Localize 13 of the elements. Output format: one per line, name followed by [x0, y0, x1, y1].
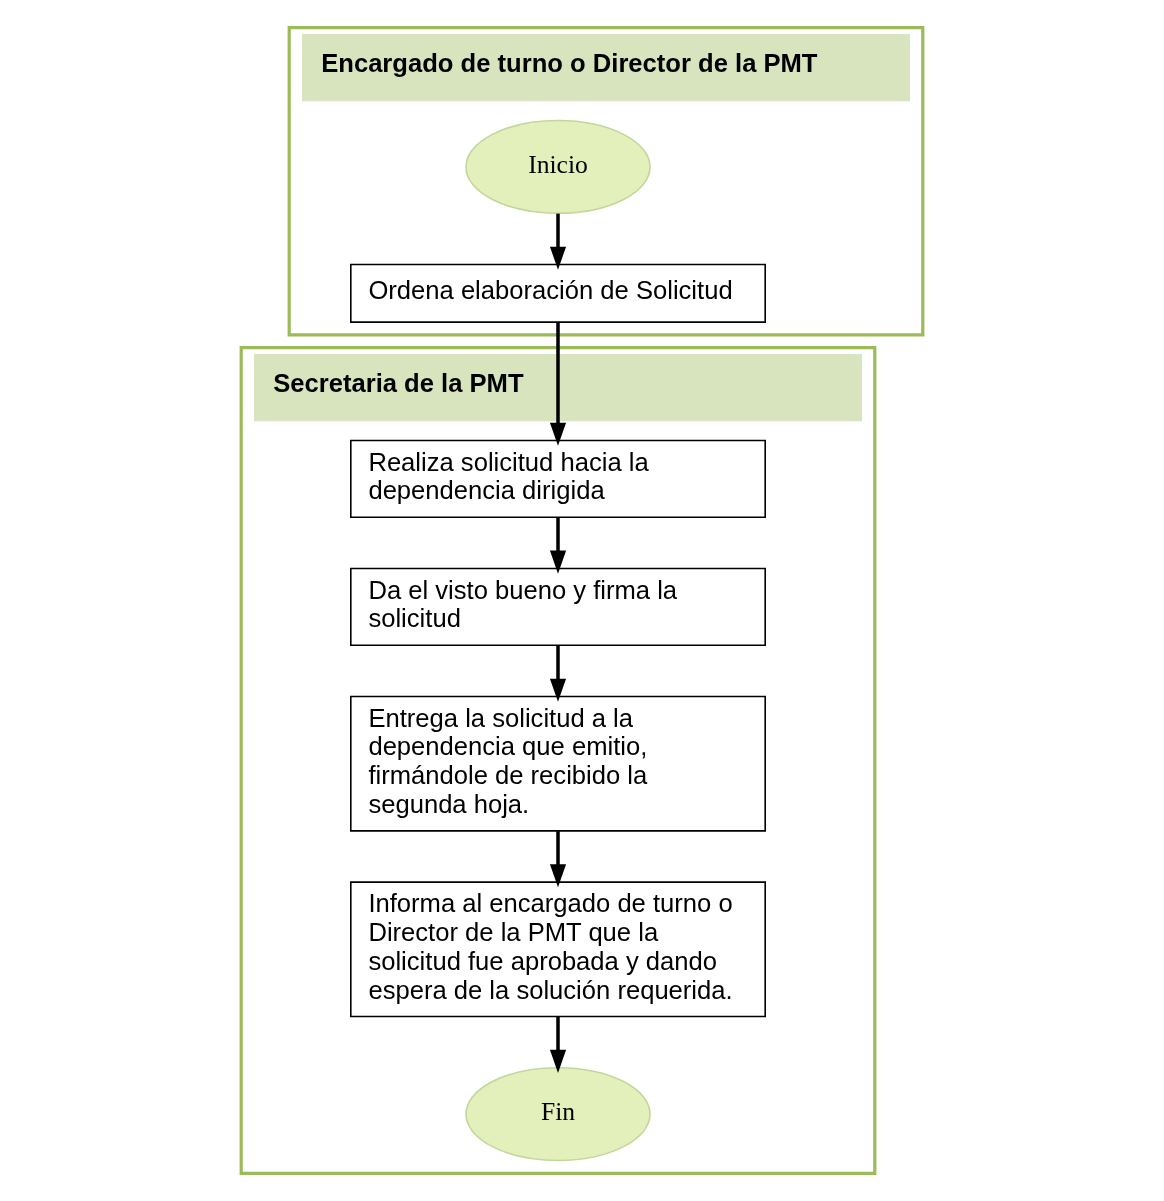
node-box: Realiza solicitud hacia la dependencia dirigida [350, 439, 766, 519]
node-box: Entrega la solicitud a la dependencia que emitio, firmándole de recibido la segunda hoja. [350, 695, 766, 832]
node-box: Da el visto bueno y firma la solicitud [350, 567, 766, 647]
node-box: Informa al encargado de turno o Director de la PMT que la solicitud fue aprobada y dando espera de la solución requerida. [350, 881, 766, 1018]
arrow [549, 831, 567, 888]
arrow [549, 213, 567, 270]
node-ellipse: Fin [465, 1066, 651, 1162]
arrow [549, 645, 567, 702]
arrow [549, 322, 567, 446]
node-ellipse: Inicio [465, 119, 651, 215]
arrow [549, 1016, 567, 1073]
arrow [549, 517, 567, 574]
node-box: Ordena elaboración de Solicitud [350, 263, 766, 323]
